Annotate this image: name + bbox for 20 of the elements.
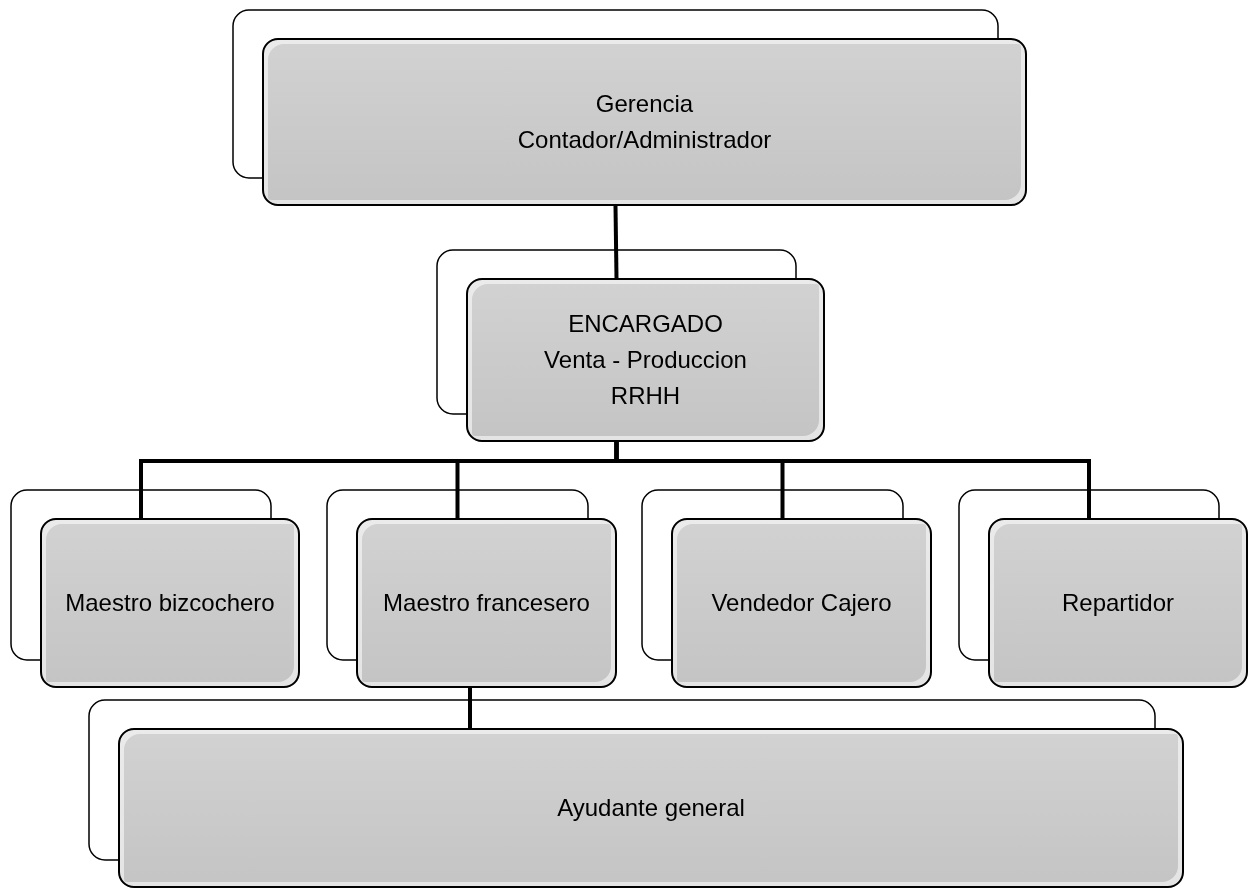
connector-line xyxy=(614,442,1091,518)
role-box xyxy=(356,518,617,688)
role-label: Repartidor xyxy=(1061,588,1175,618)
role-label: Ayudante general xyxy=(557,793,745,823)
role-box xyxy=(671,518,932,688)
role-box xyxy=(988,518,1248,688)
role-label: Contador/Administrador xyxy=(517,125,772,155)
connector-line xyxy=(468,688,472,728)
role-box xyxy=(466,278,825,442)
connector-line xyxy=(613,205,619,279)
role-label: Maestro bizcochero xyxy=(65,588,275,618)
role-label: Venta - Produccion xyxy=(544,345,747,375)
role-box xyxy=(118,728,1184,888)
role-label: ENCARGADO xyxy=(568,309,723,339)
role-label: Gerencia xyxy=(595,89,694,119)
role-label: RRHH xyxy=(610,381,681,411)
role-box xyxy=(262,38,1027,206)
role-label: Vendedor Cajero xyxy=(711,588,892,618)
role-label: Maestro francesero xyxy=(383,588,590,618)
role-box xyxy=(40,518,300,688)
